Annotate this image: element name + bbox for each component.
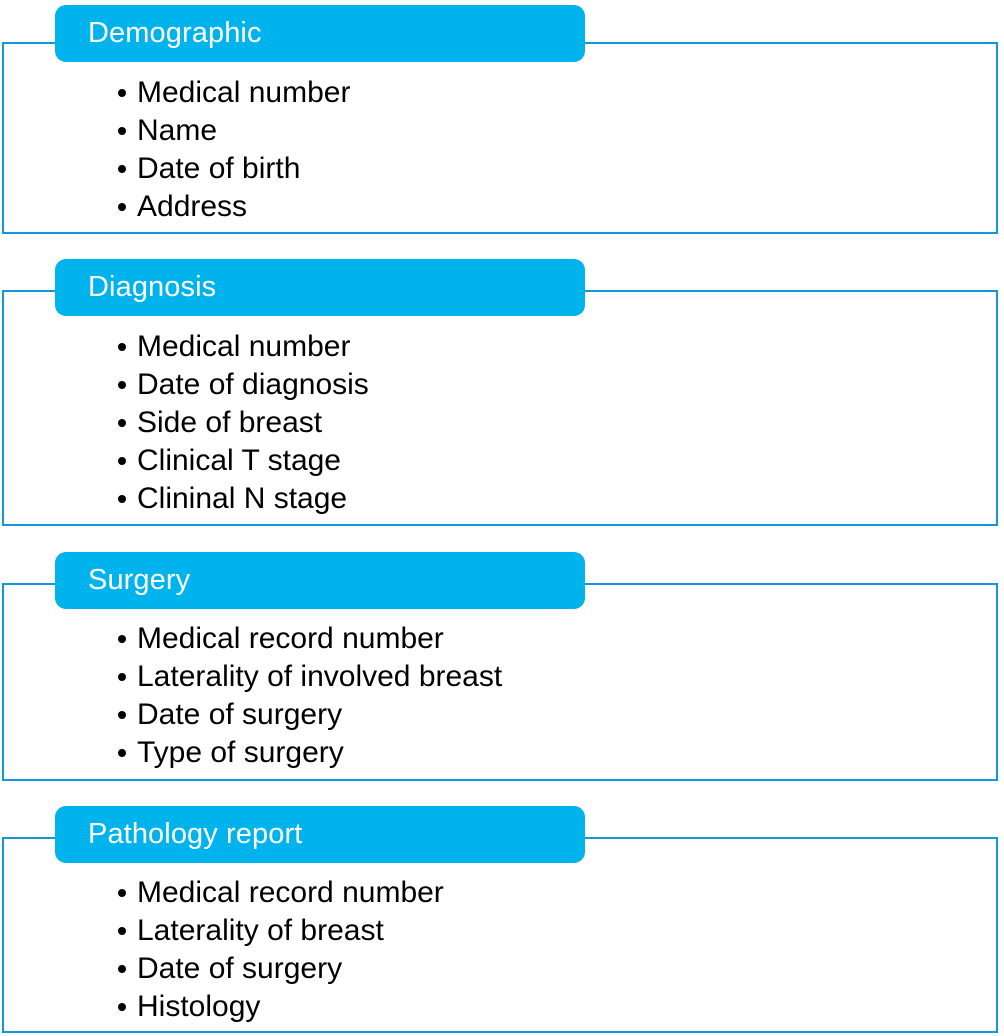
section-header-tab-diagnosis: Diagnosis bbox=[55, 259, 585, 316]
list-item: Name bbox=[118, 112, 350, 150]
bullet-icon bbox=[118, 749, 126, 757]
bullet-icon bbox=[118, 927, 126, 935]
list-item: Medical record number bbox=[118, 874, 444, 912]
list-item-label: Laterality of involved breast bbox=[137, 660, 503, 693]
list-item-label: Date of diagnosis bbox=[137, 368, 369, 401]
bullet-icon bbox=[118, 457, 126, 465]
bullet-icon bbox=[118, 127, 126, 135]
list-item: Clininal N stage bbox=[118, 480, 369, 518]
bullet-icon bbox=[118, 1003, 126, 1011]
list-item-label: Laterality of breast bbox=[137, 914, 384, 947]
bullet-icon bbox=[118, 889, 126, 897]
list-item-label: Address bbox=[137, 190, 248, 223]
list-item: Histology bbox=[118, 988, 444, 1026]
list-item-label: Medical record number bbox=[137, 876, 444, 909]
list-item-label: Clinical T stage bbox=[137, 444, 341, 477]
list-item: Clinical T stage bbox=[118, 442, 369, 480]
section-header-tab-pathology-report: Pathology report bbox=[55, 806, 585, 863]
list-item: Date of surgery bbox=[118, 696, 502, 734]
list-item: Medical number bbox=[118, 328, 369, 366]
bullet-icon bbox=[118, 203, 126, 211]
section-item-list: Medical number Date of diagnosis Side of… bbox=[118, 328, 369, 518]
section-header-tab-demographic: Demographic bbox=[55, 5, 585, 62]
bullet-icon bbox=[118, 495, 126, 503]
list-item: Laterality of breast bbox=[118, 912, 444, 950]
list-item: Medical record number bbox=[118, 620, 502, 658]
bullet-icon bbox=[118, 673, 126, 681]
list-item-label: Histology bbox=[137, 990, 261, 1023]
section-title: Demographic bbox=[88, 17, 262, 49]
list-item-label: Clininal N stage bbox=[137, 482, 348, 515]
bullet-icon bbox=[118, 89, 126, 97]
list-item-label: Date of surgery bbox=[137, 952, 343, 985]
section-title: Surgery bbox=[88, 564, 191, 596]
bullet-icon bbox=[118, 711, 126, 719]
section-title: Pathology report bbox=[88, 818, 303, 850]
list-item-label: Date of birth bbox=[137, 152, 301, 185]
list-item-label: Type of surgery bbox=[137, 736, 344, 769]
list-item: Side of breast bbox=[118, 404, 369, 442]
section-item-list: Medical record number Laterality of brea… bbox=[118, 874, 444, 1026]
list-item-label: Medical record number bbox=[137, 622, 444, 655]
list-item: Type of surgery bbox=[118, 734, 502, 772]
bullet-icon bbox=[118, 343, 126, 351]
section-header-tab-surgery: Surgery bbox=[55, 552, 585, 609]
list-item: Date of diagnosis bbox=[118, 366, 369, 404]
bullet-icon bbox=[118, 965, 126, 973]
list-item-label: Medical number bbox=[137, 330, 351, 363]
section-item-list: Medical number Name Date of birth Addres… bbox=[118, 74, 350, 226]
section-title: Diagnosis bbox=[88, 271, 217, 303]
list-item-label: Name bbox=[137, 114, 218, 147]
list-item: Laterality of involved breast bbox=[118, 658, 502, 696]
list-item-label: Medical number bbox=[137, 76, 351, 109]
section-item-list: Medical record number Laterality of invo… bbox=[118, 620, 502, 772]
list-item: Date of birth bbox=[118, 150, 350, 188]
bullet-icon bbox=[118, 635, 126, 643]
list-item: Address bbox=[118, 188, 350, 226]
list-item-label: Date of surgery bbox=[137, 698, 343, 731]
bullet-icon bbox=[118, 381, 126, 389]
list-item: Medical number bbox=[118, 74, 350, 112]
bullet-icon bbox=[118, 165, 126, 173]
list-item: Date of surgery bbox=[118, 950, 444, 988]
list-item-label: Side of breast bbox=[137, 406, 323, 439]
bullet-icon bbox=[118, 419, 126, 427]
